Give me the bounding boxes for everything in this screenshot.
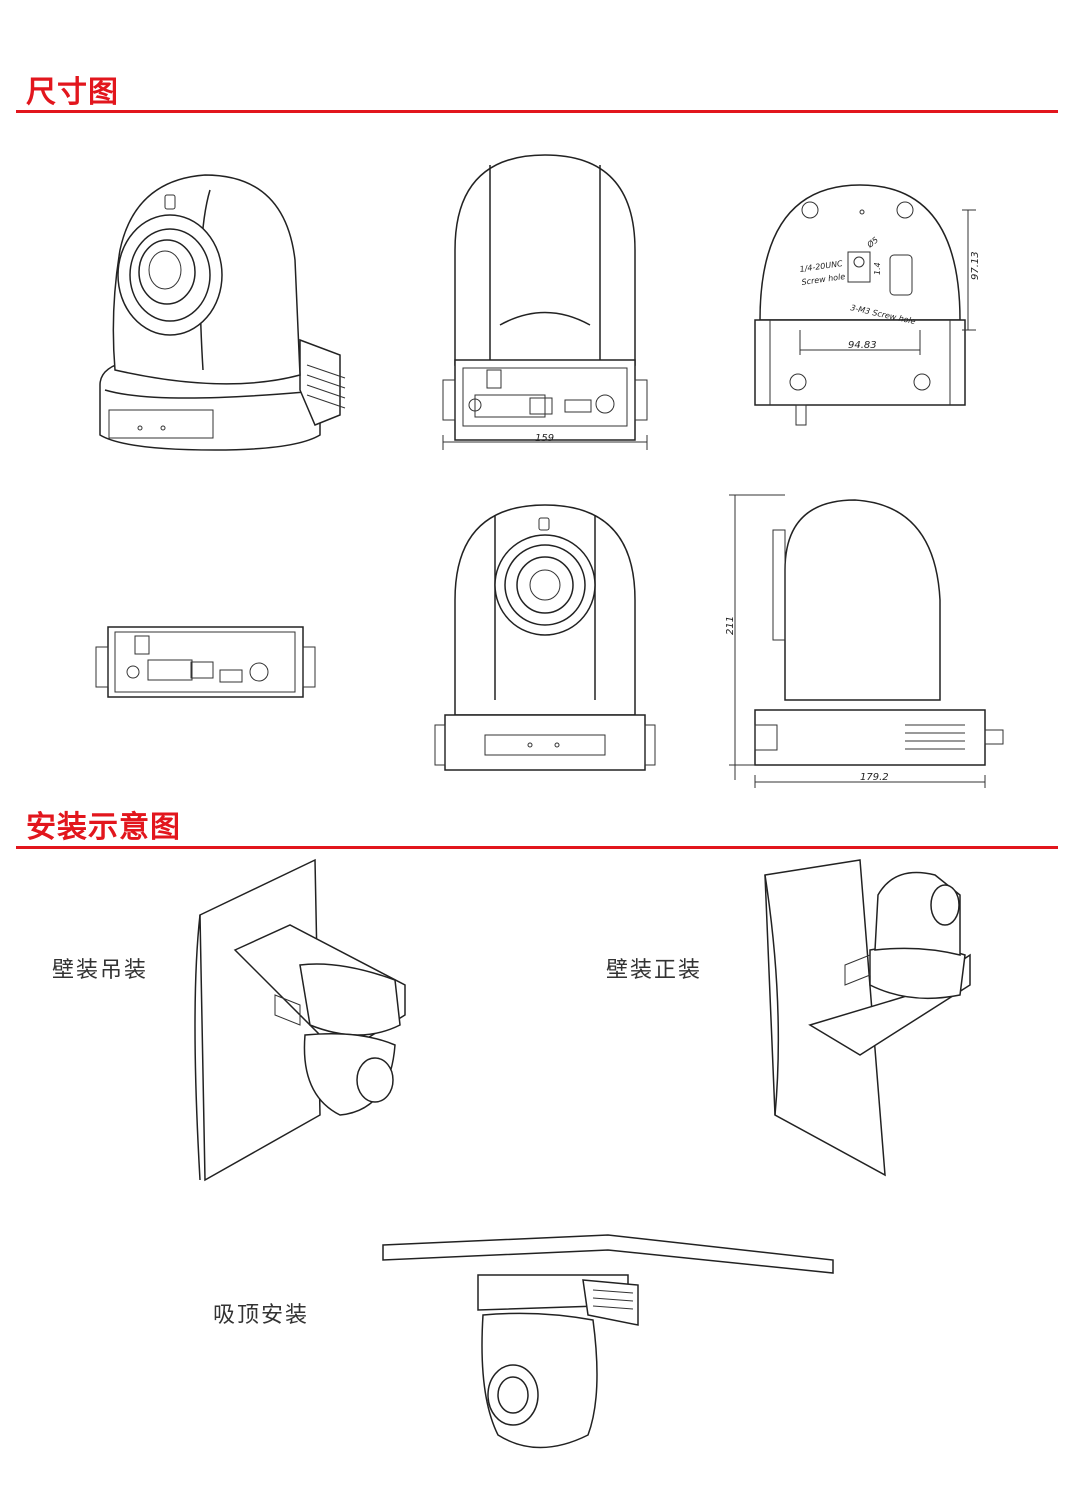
ceiling-mount-drawing (382, 1234, 834, 1449)
camera-rear-drawing: 159 (442, 154, 648, 450)
wall-inverted-mount-drawing (194, 858, 406, 1182)
camera-bottom-drawing: 94.83 97.13 1/4-20UNC Screw hole 3-M3 Sc… (754, 184, 981, 426)
dim-bottom-spacing: 94.83 (848, 340, 877, 351)
label-wall-upright: 壁装正装 (606, 958, 703, 983)
section-title-install: 安装示意图 (26, 810, 181, 845)
section-title-dimensions: 尺寸图 (26, 75, 119, 110)
dim-rear-width: 159 (535, 433, 554, 444)
dim-height: 211 (725, 616, 736, 635)
label-depth-small: 1.4 (873, 262, 882, 275)
label-m3-screw: 3-M3 (850, 303, 871, 316)
camera-isometric-drawing (99, 174, 346, 451)
camera-rear-panel-drawing (95, 626, 316, 698)
label-wall-inverted: 壁装吊装 (52, 958, 149, 983)
dim-depth: 179.2 (860, 772, 889, 783)
section-rule-install (16, 846, 1058, 849)
section-rule-dimensions (16, 110, 1058, 113)
camera-side-drawing: 211 179.2 (725, 494, 1004, 788)
label-ceiling: 吸顶安装 (213, 1303, 310, 1328)
dim-bottom-height: 97.13 (970, 251, 981, 280)
wall-upright-mount-drawing (764, 859, 971, 1177)
camera-front-drawing (434, 504, 656, 771)
